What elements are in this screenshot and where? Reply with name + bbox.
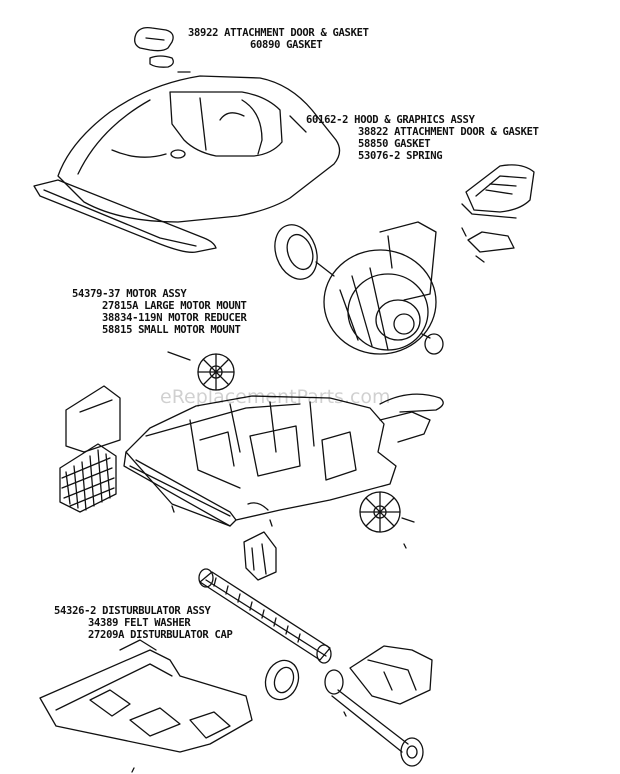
label-group-top: 38922 ATTACHMENT DOOR & GASKET 60890 GAS… (188, 27, 369, 51)
label-line: 58850 GASKET (358, 138, 431, 150)
label-line: 58815 SMALL MOTOR MOUNT (102, 324, 241, 336)
label-line: 53076-2 SPRING (358, 150, 443, 162)
disturbulator-brush (198, 568, 332, 664)
base-chassis (123, 393, 444, 527)
front-wheel (167, 351, 235, 391)
belt-holder (243, 531, 277, 581)
label-line: 34389 FELT WASHER (88, 617, 191, 629)
rear-wheel (359, 491, 415, 549)
label-line: 38922 ATTACHMENT DOOR & GASKET (188, 27, 369, 39)
attachment-door-top (134, 26, 191, 73)
felt-washer (264, 659, 300, 701)
label-line: 60162-2 HOOD & GRAPHICS ASSY (306, 114, 475, 126)
motor-assembly (274, 221, 444, 355)
bottom-plate (39, 639, 253, 773)
watermark: eReplacementParts.com (160, 386, 391, 408)
attachment-door-right (461, 164, 535, 263)
label-line: 38834-119N MOTOR REDUCER (102, 312, 247, 324)
label-group-disturbulator: 54326-2 DISTURBULATOR ASSY 34389 FELT WA… (54, 605, 233, 641)
label-line: 27209A DISTURBULATOR CAP (88, 629, 233, 641)
filter-grid (59, 443, 117, 513)
label-line: 54379-37 MOTOR ASSY (72, 288, 187, 300)
rear-axle-assembly (324, 645, 433, 767)
label-group-motor: 54379-37 MOTOR ASSY 27815A LARGE MOTOR M… (72, 288, 247, 336)
label-line: 54326-2 DISTURBULATOR ASSY (54, 605, 211, 617)
label-line: 60890 GASKET (250, 39, 323, 51)
hood-assembly (33, 75, 341, 253)
label-line: 27815A LARGE MOTOR MOUNT (102, 300, 247, 312)
label-line: 38822 ATTACHMENT DOOR & GASKET (358, 126, 539, 138)
filter-panel (65, 385, 121, 453)
label-group-hood: 60162-2 HOOD & GRAPHICS ASSY 38822 ATTAC… (306, 114, 539, 162)
